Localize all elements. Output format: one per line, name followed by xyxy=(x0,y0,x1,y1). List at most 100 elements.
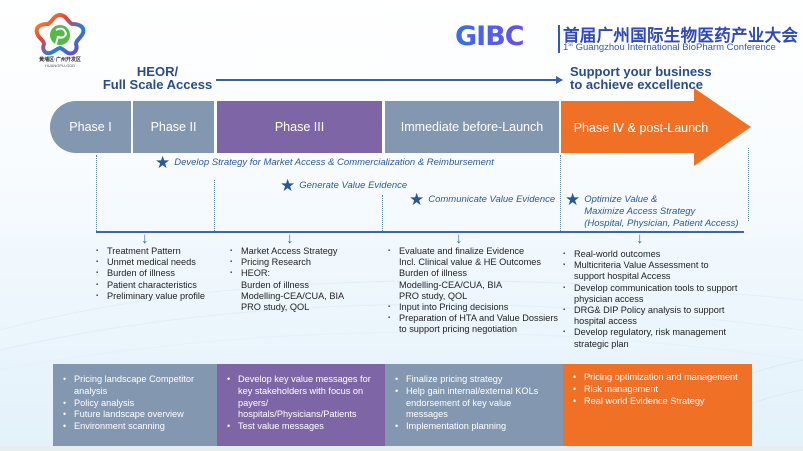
dotted-guide-3 xyxy=(382,195,383,231)
pricing-box-before-launch: Finalize pricing strategy Help gain inte… xyxy=(385,364,563,446)
pricing-list: Pricing optimization and management Risk… xyxy=(573,372,744,407)
milestone-text: Optimize Value & Maximize Access Strateg… xyxy=(584,194,738,230)
list-item: Develop communication tools to support p… xyxy=(563,283,738,305)
list-item: Environment scanning xyxy=(63,421,209,433)
list-item: Unmet medical needs xyxy=(96,257,226,268)
conference-title-en: 1st Guangzhou International BioPharm Con… xyxy=(563,42,776,53)
list-item: Patient characteristics xyxy=(96,280,226,291)
huangpu-logo-en: HUANGPU-GDD xyxy=(44,63,76,68)
arrow-down-icon: ↓ xyxy=(286,230,294,247)
arrow-down-icon: ↓ xyxy=(636,230,644,247)
list-item: Evaluate and finalize Evidence Incl. Cli… xyxy=(388,246,560,302)
activities-divider-line xyxy=(96,231,744,233)
list-item: Preparation of HTA and Value Dossiers to… xyxy=(388,313,560,335)
list-item: HEOR: Burden of illness Modelling-CEA/CU… xyxy=(230,268,380,313)
list-subitem: Modelling-CEA/CUA, BIA xyxy=(241,290,345,301)
gibc-logo: GIBC xyxy=(455,20,555,54)
support-heading-line2: to achieve excellence xyxy=(570,77,703,92)
list-item: Pricing Research xyxy=(230,257,380,268)
dotted-guide-2 xyxy=(214,180,215,231)
phase-1: Phase I xyxy=(50,101,131,153)
support-heading: Support your business to achieve excelle… xyxy=(570,65,712,91)
milestone-text: Develop Strategy for Market Access & Com… xyxy=(174,157,494,168)
pricing-list: Pricing landscape Competitor analysis Po… xyxy=(63,374,209,433)
list-subitem: Incl. Clinical value & HE Outcomes xyxy=(399,257,541,268)
support-heading-line1: Support your business xyxy=(570,64,712,79)
dotted-guide-1 xyxy=(96,155,97,231)
heor-label: HEOR: xyxy=(241,268,271,279)
timeline-arrow-head-icon xyxy=(556,76,563,84)
milestone-line2: Maximize Access Strategy xyxy=(584,206,696,217)
activities-phase-3: Market Access Strategy Pricing Research … xyxy=(230,246,380,313)
list-item: Develop regulatory, risk management stra… xyxy=(563,327,738,349)
conference-ordinal: 1 xyxy=(563,42,569,54)
list-item: Develop key value messages for key stake… xyxy=(227,374,377,421)
huangpu-flower-icon xyxy=(34,12,86,56)
huangpu-logo: 黄埔区·广州开发区 HUANGPU-GDD xyxy=(30,12,90,72)
list-item: Policy analysis xyxy=(63,398,209,410)
list-item-text: Evaluate and finalize Evidence xyxy=(399,246,525,256)
star-icon: ★ xyxy=(155,153,171,172)
list-item: Pricing landscape Competitor analysis xyxy=(63,374,209,398)
list-item: Real world Evidence Strategy xyxy=(573,396,744,408)
logo-divider xyxy=(558,25,560,53)
list-subitem: PRO study, QOL xyxy=(399,290,468,301)
list-subitem: Burden of illness xyxy=(399,268,467,279)
list-item: Help gain internal/external KOLs endorse… xyxy=(395,386,555,421)
milestone-text: Communicate Value Evidence xyxy=(428,194,556,205)
milestone-optimize-value: ★ Optimize Value & Maximize Access Strat… xyxy=(565,190,739,230)
huangpu-logo-cn: 黄埔区·广州开发区 xyxy=(39,57,81,63)
list-item: Pricing optimization and management xyxy=(573,372,744,384)
milestone-line3: (Hospital, Physician, Patient Access) xyxy=(584,218,739,229)
phase-2: Phase II xyxy=(133,101,214,153)
gibc-wordmark: GIBC xyxy=(455,20,555,54)
list-subitem: Modelling-CEA/CUA, BIA xyxy=(399,279,503,290)
pricing-list: Finalize pricing strategy Help gain inte… xyxy=(395,374,555,433)
milestone-text: Generate Value Evidence xyxy=(299,180,408,191)
phase-4-post-launch: Phase Ⅳ & post-Launch xyxy=(561,88,761,166)
dotted-guide-5 xyxy=(748,148,749,221)
pricing-box-phase-3: Develop key value messages for key stake… xyxy=(217,364,385,446)
phase-4-arrow-shape xyxy=(561,88,751,166)
milestone-develop-strategy: ★ Develop Strategy for Market Access & C… xyxy=(155,153,494,172)
dotted-guide-4 xyxy=(560,155,561,231)
star-icon: ★ xyxy=(409,190,425,209)
conference-ordinal-suffix: st xyxy=(568,42,573,48)
list-item: Market Access Strategy xyxy=(230,246,380,257)
pricing-list: Develop key value messages for key stake… xyxy=(227,374,377,433)
list-item: DRG& DIP Policy analysis to support hosp… xyxy=(563,305,738,327)
conference-title-cn: 首届广州国际生物医药产业大会 xyxy=(563,27,799,45)
heor-heading-line1: HEOR/ xyxy=(136,64,179,79)
list-item: Preliminary value profile xyxy=(96,291,226,302)
milestone-generate-evidence: ★ Generate Value Evidence xyxy=(280,176,408,195)
activities-phase-1-2: Treatment Pattern Unmet medical needs Bu… xyxy=(96,246,226,302)
arrow-down-icon: ↓ xyxy=(455,230,463,247)
conference-name-en: Guangzhou International BioPharm Confere… xyxy=(572,42,776,54)
list-item: Test value messages xyxy=(227,421,377,433)
list-item: Finalize pricing strategy xyxy=(395,374,555,386)
timeline-arrow-line xyxy=(216,79,556,81)
list-item: Risk management xyxy=(573,384,744,396)
list-item: Implementation planning xyxy=(395,421,555,433)
bottom-strip xyxy=(0,446,803,451)
pricing-box-post-launch: Pricing optimization and management Risk… xyxy=(563,364,752,446)
list-item: Multicriteria Value Assessment to suppor… xyxy=(563,260,738,282)
milestone-communicate-evidence: ★ Communicate Value Evidence xyxy=(409,190,556,209)
list-item: Burden of illness xyxy=(96,268,226,279)
heor-heading-line2: Full Scale Access xyxy=(102,77,213,92)
heor-heading: HEOR/ Full Scale Access xyxy=(100,65,215,91)
list-subitem: PRO study, QOL xyxy=(241,302,310,313)
pricing-box-phase-1-2: Pricing landscape Competitor analysis Po… xyxy=(53,364,217,446)
star-icon: ★ xyxy=(565,190,581,209)
list-item: Input into Pricing decisions xyxy=(388,302,560,313)
list-item: Treatment Pattern xyxy=(96,246,226,257)
phase-immediate-before-launch: Immediate before-Launch xyxy=(385,101,559,153)
star-icon: ★ xyxy=(280,176,296,195)
milestone-line1: Optimize Value & xyxy=(584,194,658,205)
activities-before-launch: Evaluate and finalize Evidence Incl. Cli… xyxy=(388,246,560,336)
list-subitem: Burden of illness xyxy=(241,279,309,290)
activities-post-launch: Real-world outcomes Multicriteria Value … xyxy=(563,249,738,350)
phase-4-label: Phase Ⅳ & post-Launch xyxy=(573,120,709,135)
list-item: Real-world outcomes xyxy=(563,249,738,260)
arrow-down-icon: ↓ xyxy=(141,230,149,247)
